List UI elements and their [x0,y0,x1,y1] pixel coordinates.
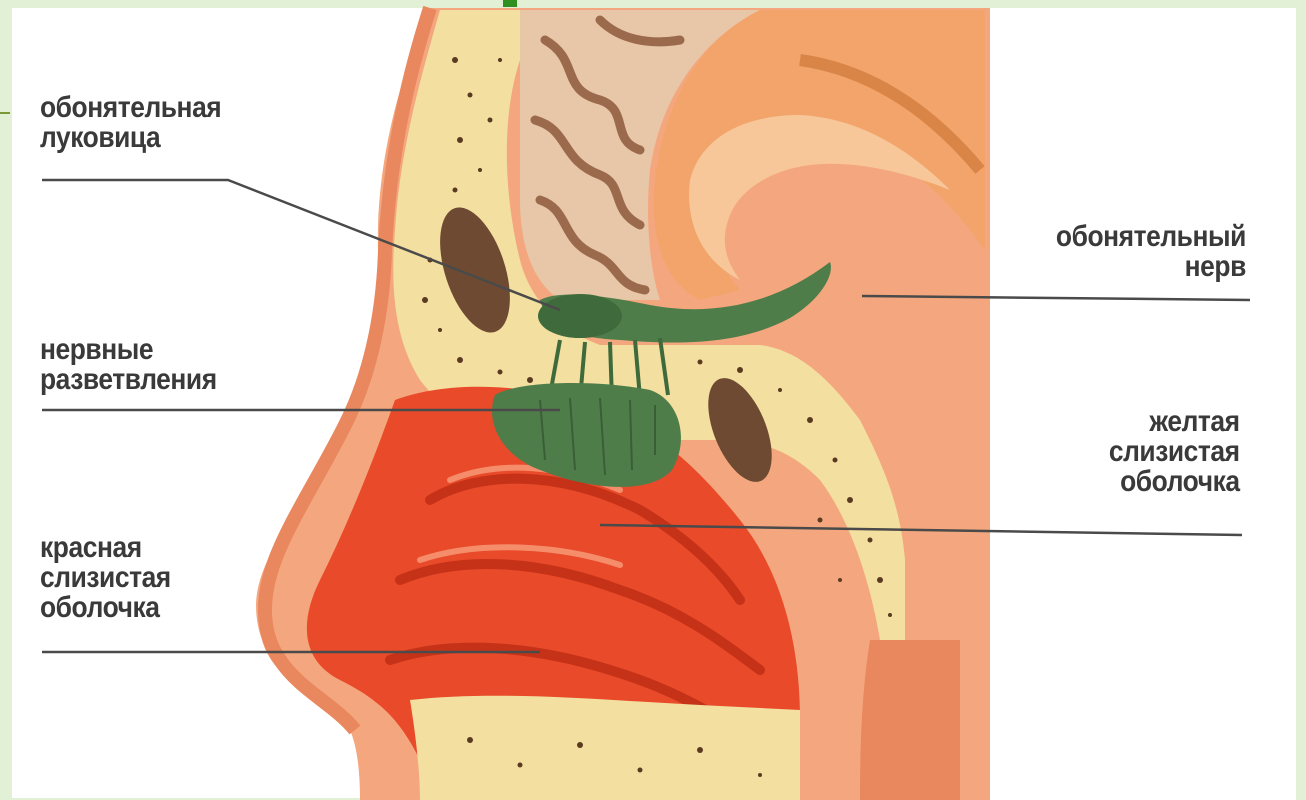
label-olfactory-nerve: обонятельный нерв [1056,222,1246,282]
label-olfactory-bulb: обонятельная луковица [40,93,221,153]
label-red-mucosa: красная слизистая оболочка [40,533,171,623]
palate-bone [410,696,800,800]
label-nerve-branches: нервные разветвления [40,335,217,395]
label-yellow-mucosa: желтая слизистая оболочка [1109,407,1240,497]
olfactory-bulb-shape [538,294,622,338]
nasopharynx [860,640,960,800]
bottom-right-fade [990,640,1296,800]
